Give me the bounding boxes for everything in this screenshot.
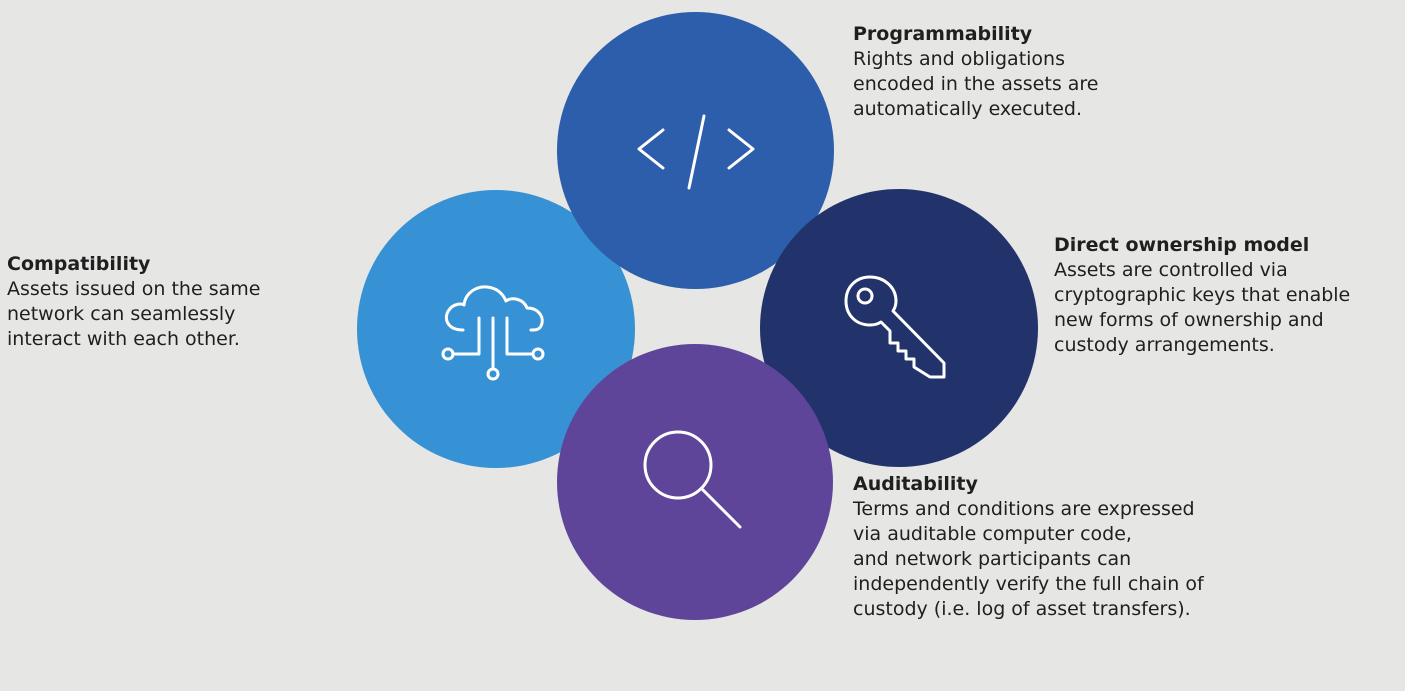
code-brackets-icon — [637, 114, 754, 189]
auditability-description: Terms and conditions are expressed via a… — [853, 498, 1204, 620]
compatibility-label: Compatibility Assets issued on the same … — [7, 252, 337, 352]
direct-ownership-label: Direct ownership model Assets are contro… — [1054, 233, 1404, 358]
auditability-circle — [557, 344, 833, 620]
programmability-label: Programmability Rights and obligations e… — [853, 22, 1183, 122]
magnifier-icon — [643, 430, 742, 529]
direct-ownership-description: Assets are controlled via cryptographic … — [1054, 259, 1351, 356]
direct-ownership-title: Direct ownership model — [1054, 234, 1310, 256]
cloud-network-icon — [441, 285, 545, 381]
key-icon — [844, 275, 946, 379]
compatibility-description: Assets issued on the same network can se… — [7, 278, 261, 350]
programmability-description: Rights and obligations encoded in the as… — [853, 48, 1099, 120]
compatibility-title: Compatibility — [7, 253, 151, 275]
auditability-title: Auditability — [853, 473, 978, 495]
auditability-label: Auditability Terms and conditions are ex… — [853, 472, 1213, 622]
programmability-title: Programmability — [853, 23, 1033, 45]
